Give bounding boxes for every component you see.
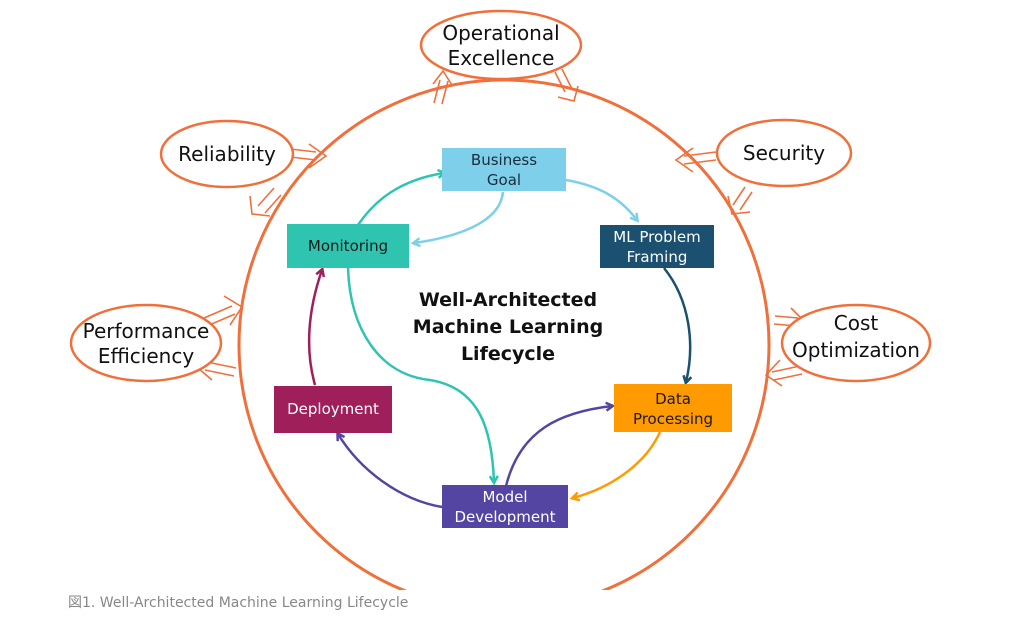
center-title-line: Machine Learning	[413, 316, 603, 338]
stage-deployment: Deployment	[274, 386, 392, 433]
pillar-label-line: Excellence	[448, 46, 555, 70]
stage-model-development: Model Development	[442, 485, 568, 528]
stage-label-line: Deployment	[287, 400, 379, 418]
stage-data-processing: Data Processing	[614, 384, 732, 432]
pillar-label-line: Optimization	[792, 338, 920, 362]
stage-monitoring: Monitoring	[287, 224, 409, 268]
lifecycle-arrows	[307, 173, 690, 509]
stage-label-line: Processing	[633, 410, 713, 428]
arrow-framing-to-data	[663, 267, 690, 382]
center-title: Well-Architected Machine Learning Lifecy…	[413, 289, 603, 365]
stage-label-line: Monitoring	[308, 237, 388, 255]
pillar-label-line: Performance	[83, 319, 210, 343]
arrow-model-to-deployment	[338, 434, 443, 509]
pillar-reliability: Reliability	[159, 119, 295, 189]
arrow-model-to-data	[504, 406, 612, 487]
arrow-monitoring-to-business	[356, 173, 444, 226]
pillar-label-line: Operational	[442, 21, 559, 45]
stage-label-line: Development	[455, 508, 556, 526]
pillar-label-line: Reliability	[178, 142, 276, 166]
arrow-business-to-monitoring	[414, 191, 505, 243]
figure-caption: 図1. Well-Architected Machine Learning Li…	[68, 595, 409, 611]
center-title-line: Well-Architected	[419, 289, 597, 311]
pillar-performance-efficiency: Performance Efficiency	[69, 303, 223, 383]
lifecycle-diagram: Operational Excellence Reliability Secur…	[69, 9, 932, 590]
pillar-cost-optimization: Cost Optimization	[780, 303, 932, 383]
arrow-business-to-framing	[565, 178, 637, 220]
pillar-label-line: Security	[743, 141, 825, 165]
stage-business-goal: Business Goal	[442, 148, 566, 191]
arrow-monitoring-to-model	[346, 267, 494, 482]
arrow-deployment-to-monitoring	[307, 270, 322, 386]
pillar-operational-excellence: Operational Excellence	[419, 9, 583, 81]
stage-label-line: Business	[471, 151, 537, 169]
stage-ml-problem-framing: ML Problem Framing	[600, 225, 714, 268]
pillar-security: Security	[715, 118, 853, 188]
stage-label-line: Model	[482, 488, 527, 506]
pillar-label-line: Cost	[834, 311, 879, 335]
pillar-label-line: Efficiency	[98, 344, 195, 368]
stage-label-line: Goal	[487, 171, 521, 189]
stage-label-line: Data	[655, 390, 691, 408]
arrow-data-to-model	[573, 431, 662, 498]
stage-label-line: Framing	[627, 248, 688, 266]
stage-label-line: ML Problem	[613, 228, 700, 246]
center-title-line: Lifecycle	[461, 343, 555, 365]
